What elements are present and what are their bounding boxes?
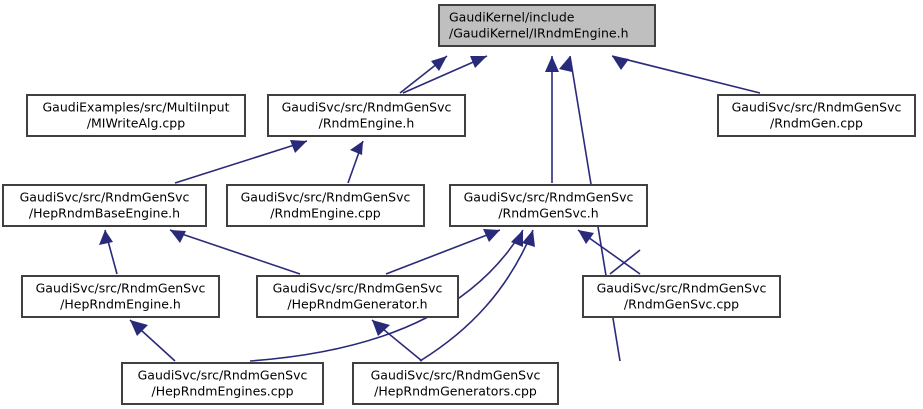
arrowhead-icon	[290, 140, 307, 153]
edge-heprndmgenerator_h-to-heprndmbaseengine_h	[169, 229, 301, 275]
node-rect[interactable]	[438, 4, 656, 47]
arrowhead-icon	[130, 320, 148, 336]
edge-line	[609, 249, 641, 275]
edge-heprndmbaseengine_h-to-rndmengine_h	[174, 140, 308, 184]
arrowhead-icon	[559, 56, 572, 72]
node-label-line1: GaudiSvc/src/RndmGenSvc	[371, 368, 541, 383]
arrowhead-icon	[545, 56, 559, 72]
edge-heprndmengine_h-to-heprndmbaseengine_h	[99, 229, 118, 275]
arrowhead-icon	[522, 230, 535, 247]
edge-layer	[99, 55, 761, 362]
node-label-line1: GaudiSvc/src/RndmGenSvc	[36, 281, 206, 296]
node-label-line2: /RndmGen.cpp	[770, 116, 863, 131]
arrowhead-icon	[483, 229, 500, 242]
node-label-line1: GaudiSvc/src/RndmGenSvc	[464, 190, 634, 205]
edge-rndmgensvc_cpp-to-heprndmgenerator_h	[609, 249, 641, 275]
edge-line	[385, 229, 501, 275]
node-label-line2: /HepRndmGenerator.h	[287, 297, 427, 312]
arrowhead-icon	[350, 141, 363, 155]
node-rect[interactable]	[2, 184, 207, 227]
arrowhead-icon	[578, 230, 594, 244]
node-label-line1: GaudiSvc/src/RndmGenSvc	[138, 368, 308, 383]
edge-miwritealg-to-root	[399, 55, 448, 94]
node-label-line2: /MIWriteAlg.cpp	[87, 116, 185, 131]
graph-node-rndmgensvc_h[interactable]: GaudiSvc/src/RndmGenSvc/RndmGenSvc.h	[449, 184, 648, 227]
node-rect[interactable]	[717, 94, 916, 137]
node-rect[interactable]	[21, 275, 220, 318]
edge-line	[174, 140, 308, 184]
node-label-line1: GaudiKernel/include	[449, 10, 575, 25]
graph-node-rndmengine_h[interactable]: GaudiSvc/src/RndmGenSvc/RndmEngine.h	[267, 94, 466, 137]
graph-node-heprndmengines_cpp[interactable]: GaudiSvc/src/RndmGenSvc/HepRndmEngines.c…	[121, 362, 324, 405]
edge-rndmgen_cpp-to-root	[611, 55, 761, 94]
edge-rndmgensvc_cpp-to-rndmgensvc_h	[577, 229, 641, 275]
graph-node-miwritealg[interactable]: GaudiExamples/src/MultiInput/MIWriteAlg.…	[26, 94, 246, 137]
node-label-line2: /RndmGenSvc.h	[498, 206, 598, 221]
node-rect[interactable]	[352, 362, 559, 405]
node-label-line1: GaudiSvc/src/RndmGenSvc	[20, 190, 190, 205]
edge-heprndmengines_cpp-to-heprndmengine_h	[129, 319, 176, 362]
graph-node-root[interactable]: GaudiKernel/include/GaudiKernel/IRndmEng…	[438, 4, 656, 47]
node-label-line2: /RndmGenSvc.cpp	[624, 297, 739, 312]
node-label-line2: /RndmEngine.cpp	[270, 206, 381, 221]
edge-line	[169, 229, 301, 275]
node-rect[interactable]	[267, 94, 466, 137]
node-label-line1: GaudiExamples/src/MultiInput	[42, 100, 229, 115]
arrowhead-icon	[612, 56, 629, 70]
node-rect[interactable]	[256, 275, 459, 318]
graph-node-heprndmgenerator_h[interactable]: GaudiSvc/src/RndmGenSvc/HepRndmGenerator…	[256, 275, 459, 318]
arrowhead-icon	[511, 230, 523, 247]
edge-rndmengine_h-to-root	[402, 55, 488, 94]
arrowhead-icon	[372, 320, 390, 336]
graph-node-heprndmgenerators_cpp[interactable]: GaudiSvc/src/RndmGenSvc/HepRndmGenerator…	[352, 362, 559, 405]
node-label-line1: GaudiSvc/src/RndmGenSvc	[273, 281, 443, 296]
graph-node-rndmengine_cpp[interactable]: GaudiSvc/src/RndmGenSvc/RndmEngine.cpp	[226, 184, 425, 227]
graph-node-rndmgen_cpp[interactable]: GaudiSvc/src/RndmGenSvc/RndmGen.cpp	[717, 94, 916, 137]
arrowhead-icon	[470, 56, 487, 68]
arrowhead-icon	[170, 230, 186, 243]
node-label-line2: /HepRndmEngines.cpp	[151, 384, 293, 399]
node-rect[interactable]	[26, 94, 246, 137]
node-rect[interactable]	[226, 184, 425, 227]
graph-node-rndmgensvc_cpp[interactable]: GaudiSvc/src/RndmGenSvc/RndmGenSvc.cpp	[582, 275, 781, 318]
node-label-line2: /HepRndmBaseEngine.h	[29, 206, 180, 221]
node-rect[interactable]	[449, 184, 648, 227]
edge-rndmengine_cpp-to-rndmengine_h	[347, 140, 364, 184]
node-label-line1: GaudiSvc/src/RndmGenSvc	[597, 281, 767, 296]
edge-line	[419, 229, 534, 362]
node-rect[interactable]	[121, 362, 324, 405]
graph-node-heprndmbaseengine_h[interactable]: GaudiSvc/src/RndmGenSvc/HepRndmBaseEngin…	[2, 184, 207, 227]
graph-node-heprndmengine_h[interactable]: GaudiSvc/src/RndmGenSvc/HepRndmEngine.h	[21, 275, 220, 318]
node-label-line2: /HepRndmGenerators.cpp	[374, 384, 537, 399]
arrowhead-icon	[99, 230, 113, 245]
node-label-line1: GaudiSvc/src/RndmGenSvc	[282, 100, 452, 115]
node-label-line2: /HepRndmEngine.h	[60, 297, 181, 312]
node-label-line1: GaudiSvc/src/RndmGenSvc	[241, 190, 411, 205]
edge-heprndmgenerator_h-to-rndmgensvc_h	[385, 229, 501, 275]
node-layer: GaudiKernel/include/GaudiKernel/IRndmEng…	[2, 4, 916, 405]
node-label-line1: GaudiSvc/src/RndmGenSvc	[732, 100, 902, 115]
node-label-line2: /RndmEngine.h	[319, 116, 415, 131]
arrowhead-icon	[431, 56, 447, 71]
node-label-line2: /GaudiKernel/IRndmEngine.h	[449, 26, 629, 41]
edge-heprndmgenerators_cpp-to-heprndmgenerator_h	[371, 319, 423, 362]
edge-heprndmgenerators_cpp-to-rndmgensvc_h	[419, 229, 535, 362]
node-rect[interactable]	[582, 275, 781, 318]
edge-line	[611, 55, 761, 94]
edge-rndmgensvc_h-to-root	[545, 56, 559, 183]
